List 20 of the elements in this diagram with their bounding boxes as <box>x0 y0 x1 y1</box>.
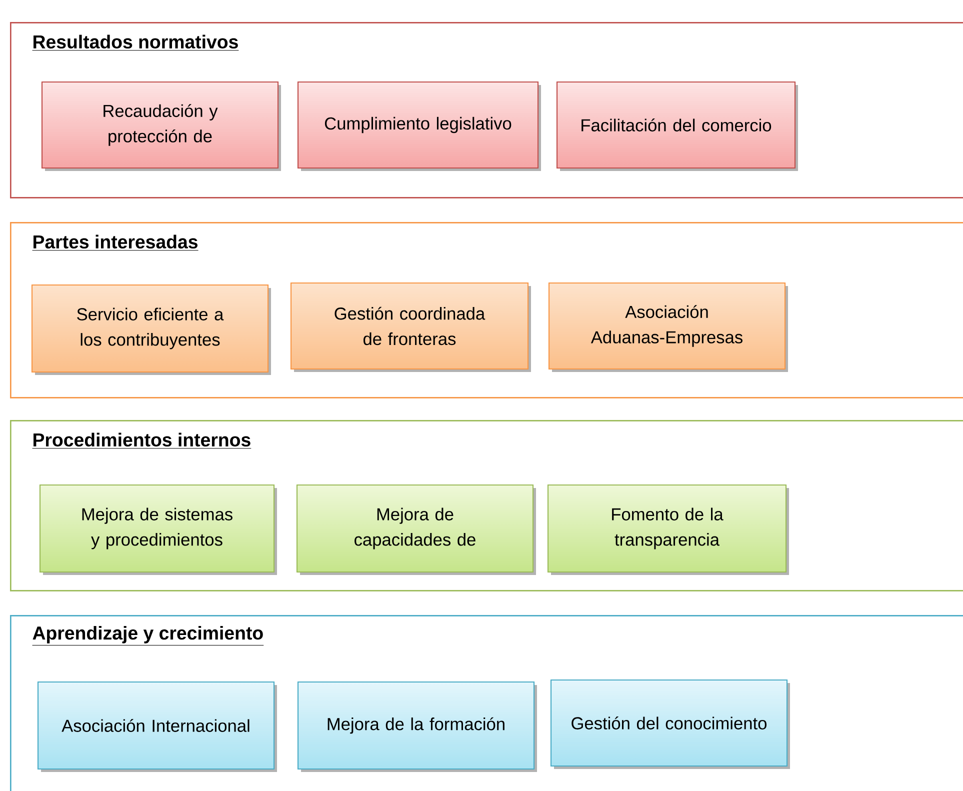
goal-box: Mejora de sistemas y procedimientos <box>39 484 277 575</box>
section-panel <box>10 420 963 592</box>
goal-box: Mejora de capacidades de <box>296 484 536 575</box>
goal-box: Cumplimiento legislativo <box>297 81 541 171</box>
section-panel <box>10 22 963 198</box>
goal-box: Asociación Aduanas-Empresas <box>548 282 788 372</box>
section-heading: Partes interesadas <box>32 234 199 251</box>
section-heading: Procedimientos internos <box>32 432 252 449</box>
goal-box: Facilitación del comercio <box>556 81 798 171</box>
goal-box: Gestión del conocimiento <box>550 679 790 769</box>
goal-box: Fomento de la transparencia <box>547 484 789 575</box>
section-panel <box>10 614 963 791</box>
goal-box: Mejora de la formación <box>297 681 537 772</box>
goal-box: Servicio eficiente a los contribuyentes <box>31 284 271 375</box>
goal-box: Recaudación y protección de <box>41 81 281 171</box>
section-panel <box>10 222 963 398</box>
section-heading: Resultados normativos <box>32 34 239 51</box>
section-heading: Aprendizaje y crecimiento <box>32 626 264 646</box>
goal-box: Asociación Internacional <box>37 681 277 772</box>
goal-box: Gestión coordinada de fronteras <box>290 282 531 372</box>
